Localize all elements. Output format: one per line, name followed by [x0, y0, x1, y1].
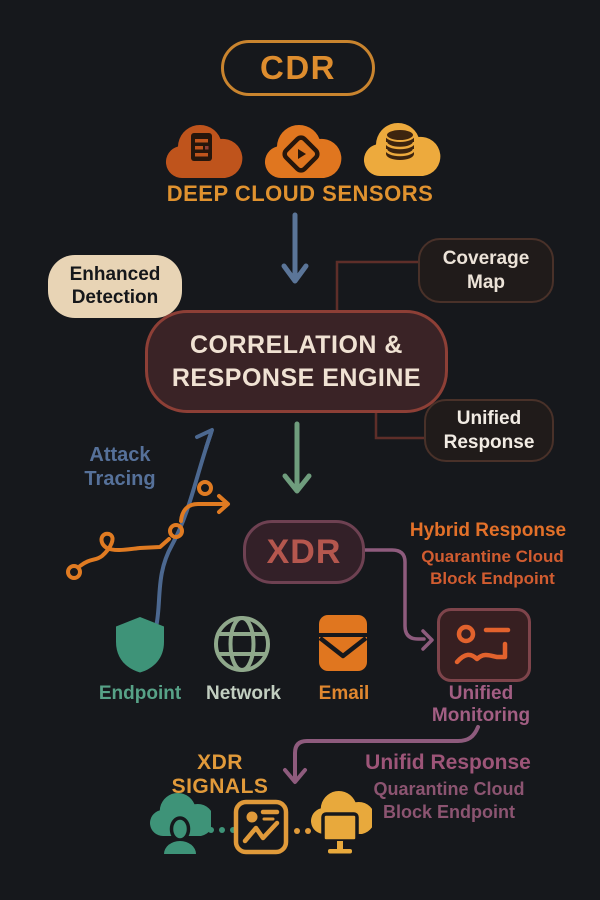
unified-monitoring-label: Unified Monitoring [418, 683, 544, 728]
unified-response-node: Unified Response [424, 399, 554, 462]
globe-icon [214, 616, 270, 672]
attack-tracing-arrow [144, 428, 214, 653]
engine-line2: RESPONSE ENGINE [171, 363, 422, 392]
attack-tracing-line2: Tracing [84, 467, 156, 490]
attack-trace-path [66, 480, 230, 580]
hybrid-action-quarantine: Quarantine Cloud [421, 547, 564, 566]
network-label: Network [206, 683, 281, 704]
cloud-sensor-icons [165, 122, 441, 179]
coverage-map-line1: Coverage [442, 247, 530, 269]
sensors-to-engine-arrow [281, 212, 309, 284]
xdr-signals-label: XDR SIGNALS [171, 751, 269, 798]
cdr-node: CDR [221, 40, 375, 96]
hybrid-response-label: Hybrid Response [409, 520, 567, 541]
enhanced-detection-line1: Enhanced [69, 263, 161, 285]
signal-dots-orange [294, 828, 311, 834]
engine-line1: CORRELATION & [190, 331, 403, 359]
unifid-action-block: Block Endpoint [383, 802, 515, 823]
hybrid-action-block: Block Endpoint [430, 569, 555, 589]
unified-response-line1: Unified [456, 407, 522, 429]
unifid-response-label: Unifid Response [365, 751, 531, 774]
engine-to-coverage-connector [335, 260, 418, 311]
monitoring-screen-icon [454, 624, 511, 665]
coverage-map-line2: Map [467, 271, 505, 293]
correlation-response-engine-node: CORRELATION & RESPONSE ENGINE [145, 310, 448, 413]
unified-monitoring-node [437, 608, 531, 682]
endpoint-label: Endpoint [98, 683, 182, 704]
envelope-icon [318, 615, 368, 671]
coverage-map-node: Coverage Map [418, 238, 554, 303]
database-cloud-icon [363, 122, 441, 177]
unified-response-line2: Response [443, 431, 535, 453]
shield-icon [116, 617, 164, 673]
engine-to-unified-response-connector [374, 406, 424, 440]
unifid-action-quarantine: Quarantine Cloud [373, 779, 525, 799]
unified-monitoring-line2: Monitoring [431, 705, 531, 727]
deep-cloud-sensors-label: DEEP CLOUD SENSORS [166, 181, 434, 206]
cloud-user-icon [150, 792, 211, 854]
enhanced-detection-badge: Enhanced Detection [48, 255, 182, 318]
hybrid-response-actions: Quarantine Cloud Block Endpoint [405, 546, 580, 590]
attack-tracing-line1: Attack [89, 444, 151, 466]
cloud-monitor-icon [311, 790, 372, 854]
chart-square-icon [233, 799, 289, 855]
monitoring-to-signals-connector [283, 725, 480, 784]
xdr-to-monitoring-connector [357, 548, 434, 651]
scan-cloud-icon [264, 124, 342, 179]
unified-monitoring-line1: Unified [448, 683, 514, 704]
engine-to-xdr-arrow [282, 421, 312, 494]
attack-tracing-label: Attack Tracing [65, 444, 175, 491]
document-cloud-icon [165, 124, 243, 179]
email-label: Email [318, 683, 370, 704]
xdr-node: XDR [243, 520, 365, 584]
enhanced-detection-line2: Detection [71, 286, 159, 308]
unifid-response-actions: Quarantine Cloud Block Endpoint [368, 778, 530, 824]
